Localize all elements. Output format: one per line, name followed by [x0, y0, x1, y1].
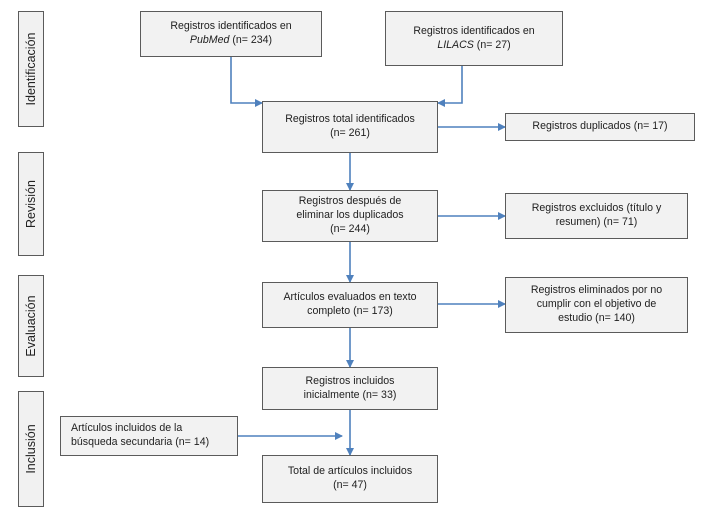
phase-identificacion: Identificación — [18, 11, 44, 127]
phase-revision-label: Revisión — [24, 180, 38, 228]
box-total-identified-line2: (n= 261) — [330, 127, 370, 139]
arrow-lilacs-to-total — [437, 66, 463, 107]
box-excluded-line1: Registros excluidos (título y — [531, 202, 662, 215]
box-removed-line3: estudio (n= 140) — [558, 311, 635, 324]
box-total-identified-line1: Registros total identificados — [285, 113, 415, 126]
box-after-dedup-line2: eliminar los duplicados — [296, 209, 404, 222]
phase-evaluacion-label: Evaluación — [24, 295, 38, 357]
box-initial-included: Registros incluidos inicialmente (n= 33) — [262, 367, 438, 410]
box-initial-included-line2: inicialmente (n= 33) — [303, 388, 397, 401]
box-secondary-line2: búsqueda secundaria (n= 14) — [71, 436, 210, 448]
box-full-text-line2: completo (n= 173) — [307, 305, 393, 317]
box-after-dedup-line3: (n= 244) — [330, 222, 370, 235]
box-initial-included-line1: Registros incluidos — [305, 374, 395, 387]
box-excluded: Registros excluidos (título y resumen) (… — [505, 193, 688, 239]
box-duplicates-line1: Registros duplicados (n= 17) — [532, 120, 668, 133]
phase-revision: Revisión — [18, 152, 44, 256]
lilacs-source: LILACS — [437, 38, 474, 51]
box-full-text: Artículos evaluados en texto completo (n… — [262, 282, 438, 328]
arrow-pubmed-to-total — [230, 57, 263, 107]
box-pubmed: Registros identificados en PubMed (n= 23… — [140, 11, 322, 57]
box-full-text-line1: Artículos evaluados en texto — [283, 291, 417, 304]
box-excluded-line2: resumen) (n= 71) — [555, 216, 638, 228]
box-total-included-line1: Total de artículos incluidos — [287, 465, 413, 478]
lilacs-count: (n= 27) — [473, 38, 511, 51]
phase-inclusion: Inclusión — [18, 391, 44, 507]
box-total-identified: Registros total identificados (n= 261) — [262, 101, 438, 153]
box-lilacs: Registros identificados en LILACS (n= 27… — [385, 11, 563, 66]
pubmed-count: (n= 234) — [229, 34, 273, 46]
phase-inclusion-label: Inclusión — [24, 424, 38, 474]
box-total-included-line2: (n= 47) — [333, 479, 367, 491]
box-after-dedup-line1: Registros después de — [298, 195, 402, 208]
box-after-dedup: Registros después de eliminar los duplic… — [262, 190, 438, 242]
box-pubmed-line2: PubMed (n= 234) — [190, 34, 272, 48]
box-pubmed-line1: Registros identificados en — [170, 20, 292, 33]
phase-identificacion-label: Identificación — [24, 32, 38, 106]
phase-evaluacion: Evaluación — [18, 275, 44, 377]
box-removed-line2: cumplir con el objetivo de — [536, 298, 657, 311]
box-removed-line1: Registros eliminados por no — [530, 284, 663, 297]
box-total-included: Total de artículos incluidos (n= 47) — [262, 455, 438, 503]
box-secondary-search: Artículos incluidos de la búsqueda secun… — [60, 416, 238, 456]
box-duplicates: Registros duplicados (n= 17) — [505, 113, 695, 141]
box-removed: Registros eliminados por no cumplir con … — [505, 277, 688, 333]
pubmed-source: PubMed — [189, 34, 230, 46]
box-lilacs-line1: Registros identificados en — [413, 24, 535, 37]
box-lilacs-line2: LILACS (n= 27) — [437, 39, 510, 53]
box-secondary-line1: Artículos incluidos de la — [71, 422, 183, 435]
